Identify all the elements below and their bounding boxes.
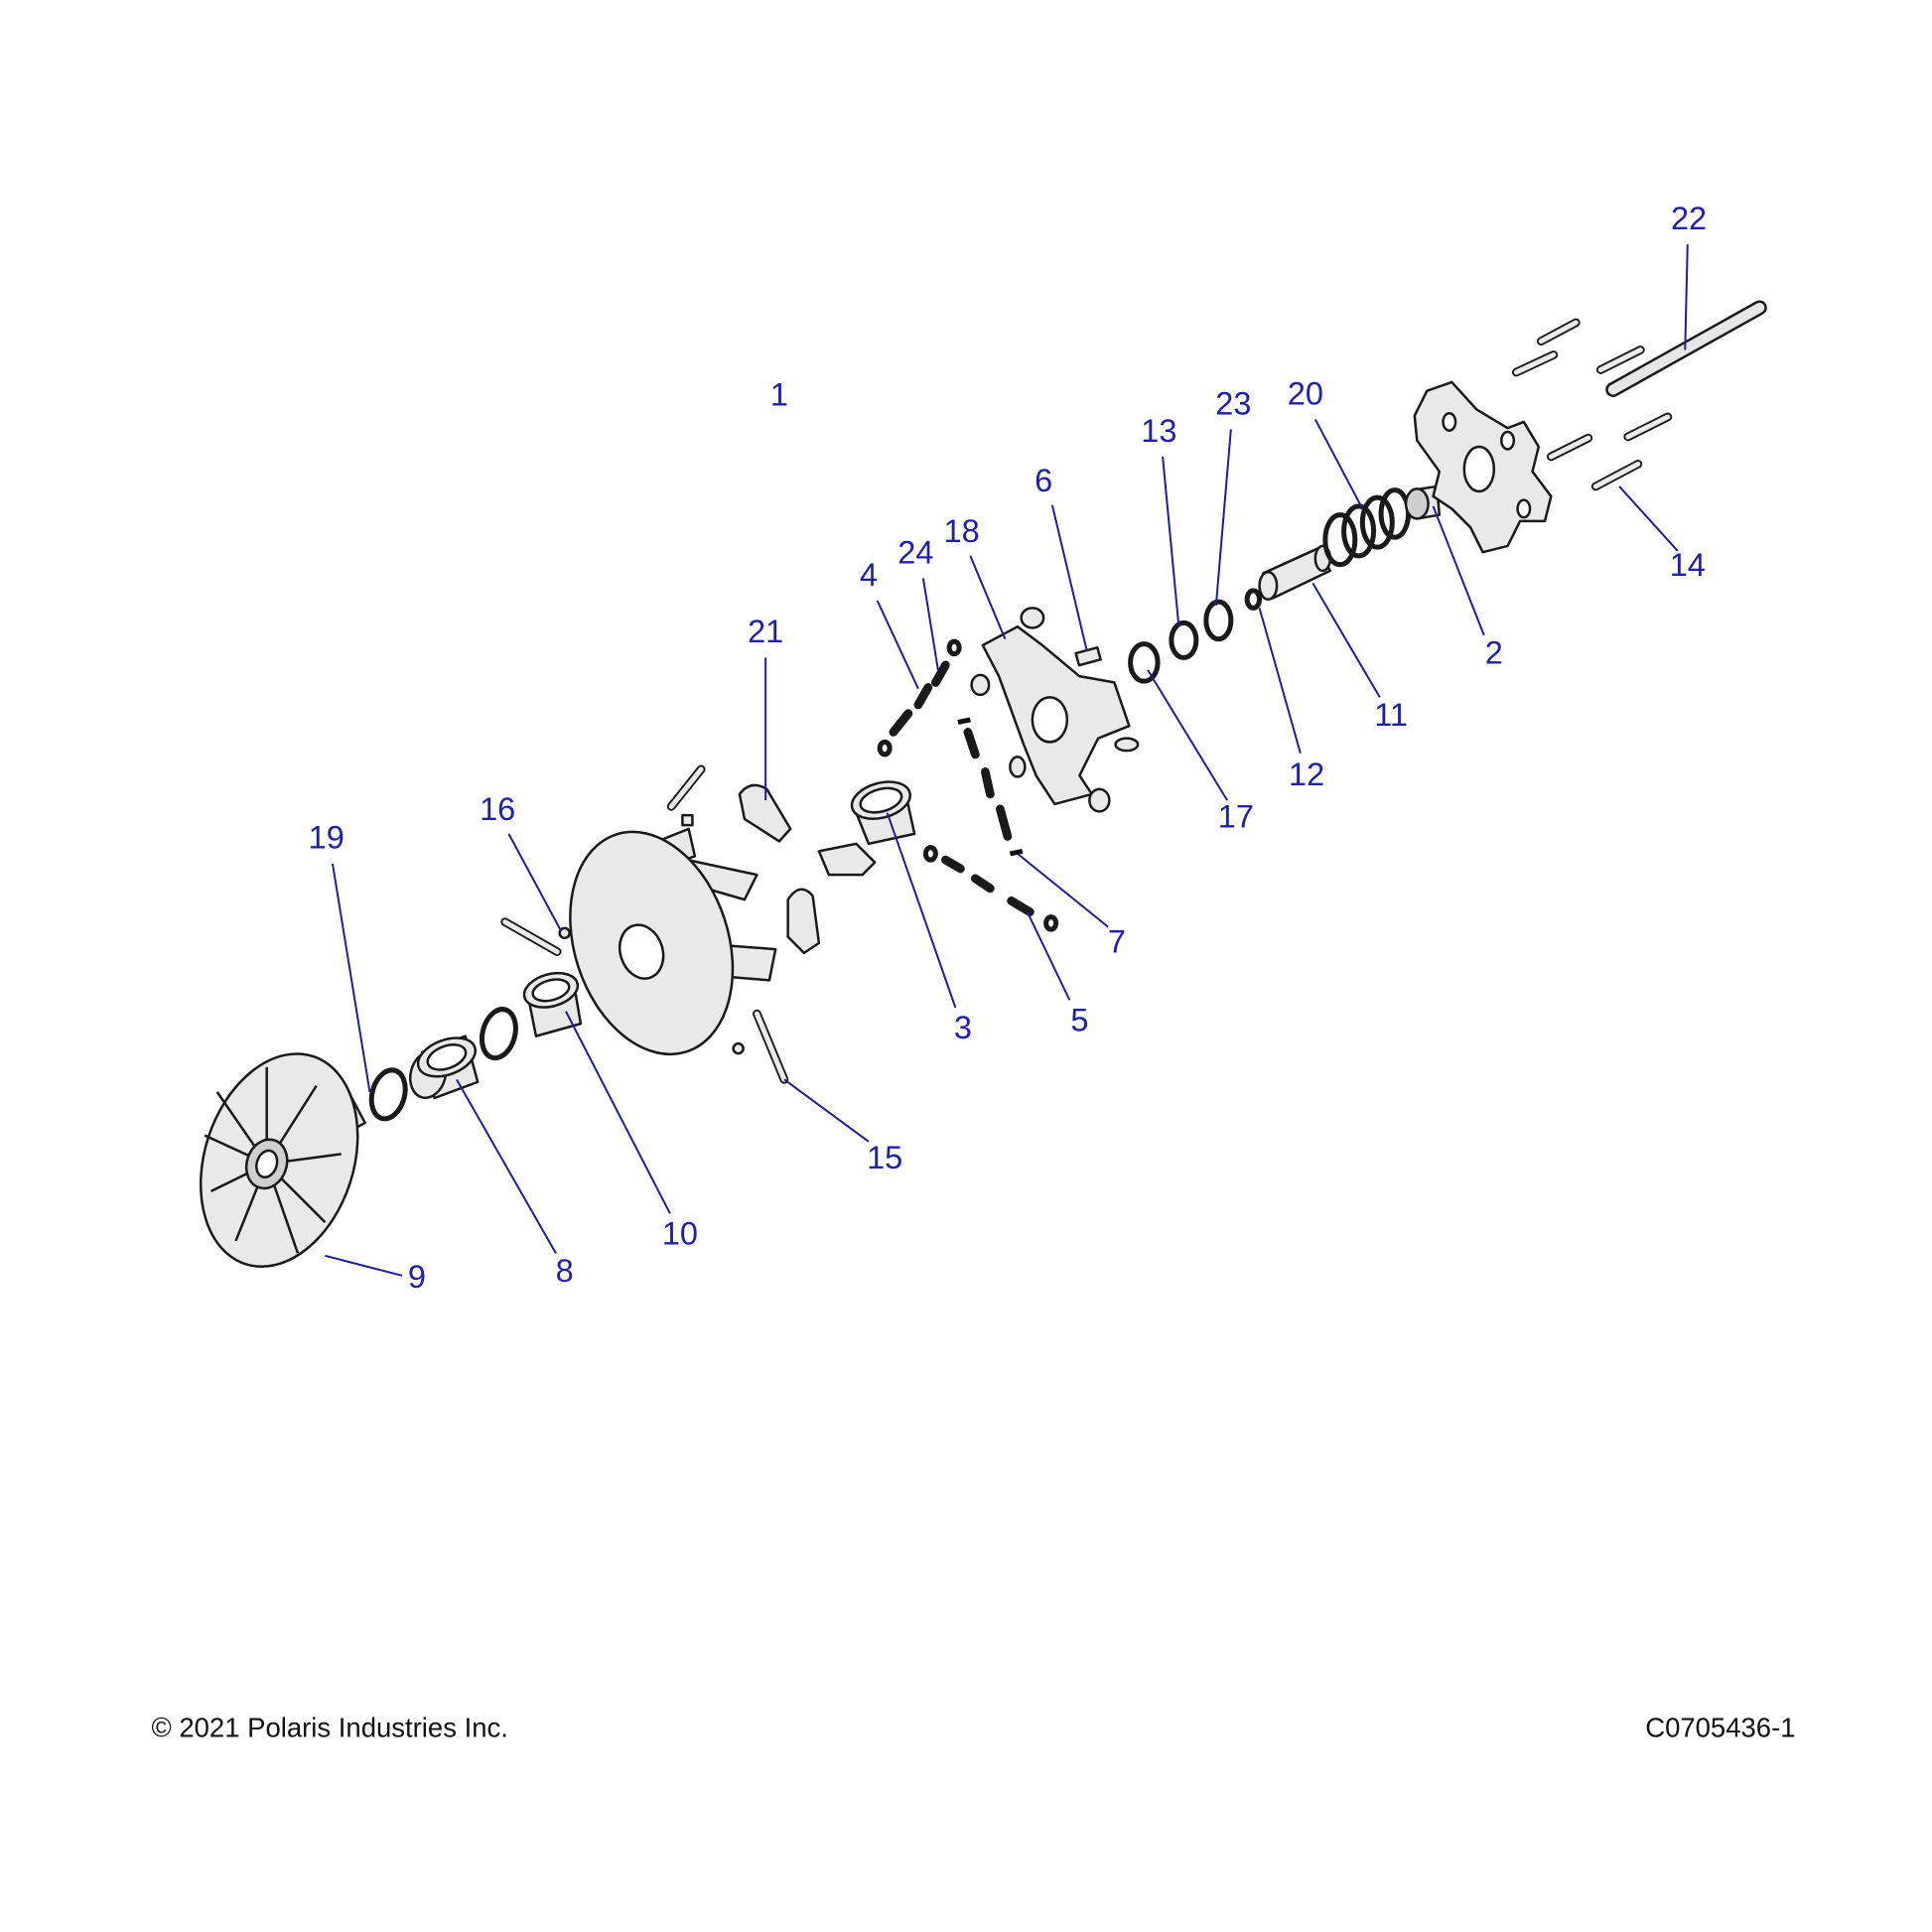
part-pin-16: [500, 917, 571, 957]
callout-23: 23: [1215, 385, 1251, 421]
callout-17: 17: [1218, 798, 1254, 834]
part-pin-15: [753, 1009, 789, 1084]
callout-20: 20: [1288, 375, 1323, 411]
callout-15: 15: [867, 1140, 902, 1175]
drawing-number: C0705436-1: [1645, 1713, 1795, 1743]
part-ring-2: [479, 1007, 518, 1061]
callout-22: 22: [1671, 201, 1707, 236]
part-moveable-sheave: [569, 764, 777, 1056]
callout-5: 5: [1070, 1002, 1088, 1037]
part-long-bolt-22: [1605, 300, 1767, 397]
callout-12: 12: [1289, 757, 1324, 792]
callout-4: 4: [860, 557, 878, 593]
part-ring: [368, 1067, 408, 1122]
callout-13: 13: [1141, 413, 1176, 449]
part-tube-11: [1258, 544, 1332, 601]
part-bushing-8: [408, 1035, 480, 1100]
part-weights: [738, 783, 877, 955]
part-spider: [970, 607, 1140, 813]
callout-8: 8: [556, 1253, 574, 1289]
callout-18: 18: [944, 513, 980, 549]
part-bushing-3: [850, 780, 916, 846]
part-washer-13: [1169, 620, 1199, 660]
callout-16: 16: [480, 791, 515, 827]
part-cover: [1413, 380, 1553, 554]
part-washer-23: [1203, 599, 1234, 642]
callout-9: 9: [408, 1259, 426, 1295]
part-rollers: [877, 638, 1059, 932]
callout-1: 1: [770, 377, 788, 413]
leader-lines: [325, 244, 1689, 1277]
callout-21: 21: [748, 614, 783, 649]
part-bushing-10: [522, 971, 583, 1037]
part-oring-12: [1244, 588, 1263, 611]
callout-6: 6: [1035, 463, 1052, 498]
callout-10: 10: [662, 1215, 698, 1251]
callout-7: 7: [1108, 924, 1126, 960]
part-washer-17: [1128, 641, 1161, 684]
callout-14: 14: [1670, 547, 1706, 583]
callout-19: 19: [309, 820, 345, 856]
part-bolts: [1511, 318, 1673, 491]
callout-24: 24: [897, 534, 933, 570]
part-fan-sheave: [199, 1052, 366, 1268]
callout-2: 2: [1485, 634, 1503, 670]
callout-11: 11: [1374, 697, 1408, 733]
callout-3: 3: [954, 1010, 972, 1045]
copyright-notice: © 2021 Polaris Industries Inc.: [151, 1713, 507, 1743]
part-spring-20: [1322, 487, 1412, 568]
